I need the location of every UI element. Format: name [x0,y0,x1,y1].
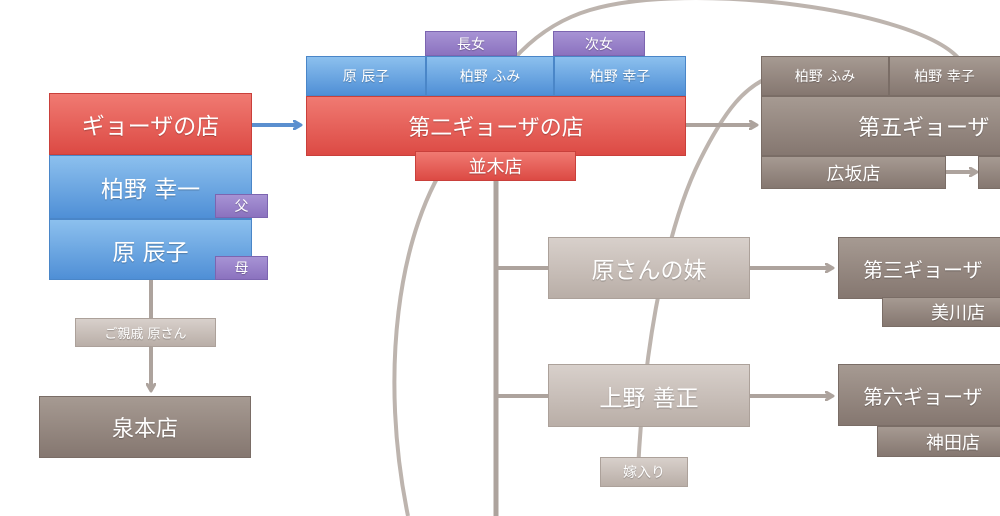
hirosaka-box: 広坂店 [761,156,946,189]
shop-sixth-label: 第六ギョーザ [863,384,983,409]
yomeiri-label: 嫁入り [623,465,665,481]
izumimoto-label: 泉本店 [111,417,178,442]
tag-father: 父 [215,194,268,218]
tag-mother-label: 母 [234,261,249,277]
tag-eldest-daughter-label: 長女 [457,36,485,53]
top-kashiwano-sachiko-label: 柏野 幸子 [589,69,651,85]
top-hara-tatsuko-label: 原 辰子 [342,69,390,85]
right-kashiwano-sachiko-label: 柏野 幸子 [914,69,975,85]
kanda-box: 神田店 [877,426,1000,457]
hirosaka-label: 広坂店 [826,163,881,185]
person-hara-tatsuko-label: 原 辰子 [112,239,189,266]
kanda-label: 神田店 [926,432,980,454]
ueno-yoshimasa-box: 上野 善正 [548,364,750,427]
tag-second-daughter: 次女 [553,31,645,56]
namiki-label: 並木店 [468,157,523,178]
offscreen-branch-box [978,156,1000,189]
top-hara-tatsuko-box: 原 辰子 [306,56,426,96]
person-kashiwano-koichi-label: 柏野 幸一 [100,177,201,203]
relative-hara-box: ご親戚 原さん [75,318,216,347]
tag-mother: 母 [215,256,268,280]
namiki-box: 並木店 [415,151,576,181]
hara-sister-box: 原さんの妹 [548,237,750,299]
shop-fifth-box: 第五ギョーザ [761,96,1000,156]
ueno-yoshimasa-label: 上野 善正 [599,385,699,412]
mikawa-label: 美川店 [931,303,985,324]
top-kashiwano-sachiko-box: 柏野 幸子 [554,56,686,96]
shop-sixth-box: 第六ギョーザ [838,364,1000,426]
right-kashiwano-fumi-label: 柏野 ふみ [794,69,856,85]
shop-gyoza-box: ギョーザの店 [49,93,252,155]
shop-second-box: 第二ギョーザの店 [306,96,686,156]
hara-sister-label: 原さんの妹 [591,258,707,284]
mikawa-box: 美川店 [882,297,1000,327]
shop-second-label: 第二ギョーザの店 [408,116,584,141]
izumimoto-box: 泉本店 [39,396,251,458]
right-kashiwano-fumi-box: 柏野 ふみ [761,56,889,96]
curve-sachiko-link [392,0,962,516]
top-kashiwano-fumi-box: 柏野 ふみ [426,56,554,96]
right-kashiwano-sachiko-box: 柏野 幸子 [889,56,1000,96]
tag-second-daughter-label: 次女 [585,36,613,53]
yomeiri-box: 嫁入り [600,457,688,487]
shop-gyoza-label: ギョーザの店 [81,114,220,140]
shop-third-box: 第三ギョーザ [838,237,1000,299]
tag-father-label: 父 [234,199,249,215]
tag-eldest-daughter: 長女 [425,31,517,56]
shop-third-label: 第三ギョーザ [863,257,983,282]
top-kashiwano-fumi-label: 柏野 ふみ [459,69,521,85]
shop-fifth-label: 第五ギョーザ [858,116,990,141]
relative-hara-label: ご親戚 原さん [104,327,187,342]
